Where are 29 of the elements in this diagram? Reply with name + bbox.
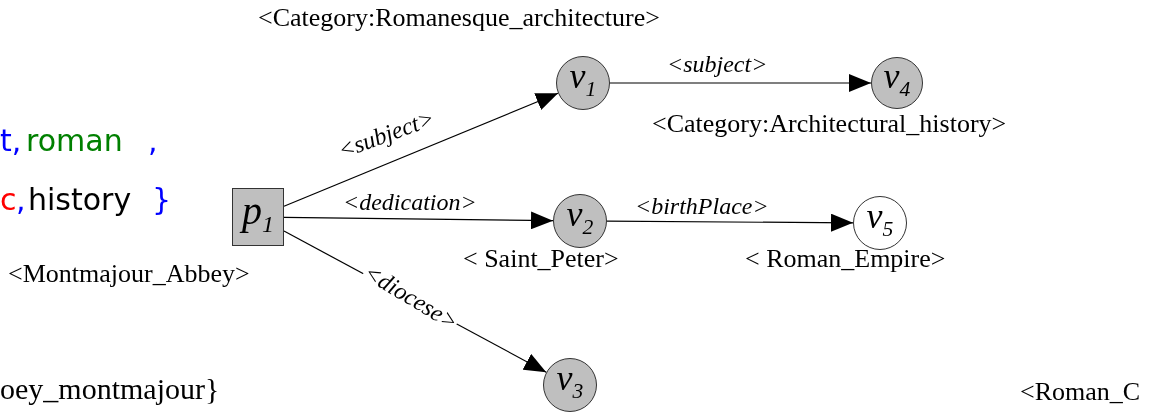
keyword-text: t,	[0, 124, 22, 157]
entity-label: <Category:Romanesque_architecture>	[258, 4, 660, 33]
entity-label: < Roman_Empire>	[745, 245, 946, 274]
arrow	[606, 213, 854, 232]
keyword-text: roman	[26, 124, 123, 157]
node-label: v$_{3}$	[556, 359, 584, 403]
arrow	[609, 74, 872, 92]
keyword-text: c	[0, 183, 17, 216]
entity-label: <Roman_C	[1020, 378, 1141, 407]
entity-label: <Category:Architectural_history>	[652, 110, 1007, 139]
vertex-circle	[871, 57, 923, 109]
vertex-circle	[553, 194, 607, 248]
node-label: v$_{4}$	[883, 57, 911, 101]
vertex-circle	[853, 196, 907, 250]
node-label: v$_{1}$	[569, 57, 597, 101]
keyword-text: }	[152, 183, 172, 216]
keyword-text: ,	[16, 183, 26, 216]
entity-label: < Saint_Peter>	[463, 245, 619, 274]
entity-box	[232, 188, 284, 246]
vertex-circle	[556, 56, 610, 110]
node-label: v$_{5}$	[866, 197, 894, 241]
keyword-text: ,	[148, 124, 158, 157]
entity-label: <Montmajour_Abbey>	[8, 260, 250, 289]
node-label: v$_{2}$	[566, 195, 594, 239]
arrow	[283, 211, 554, 230]
keyword-text: history	[28, 183, 132, 216]
vertex-circle	[543, 358, 597, 412]
entity-label: oey_montmajour}	[0, 372, 220, 405]
arrow	[283, 92, 559, 207]
